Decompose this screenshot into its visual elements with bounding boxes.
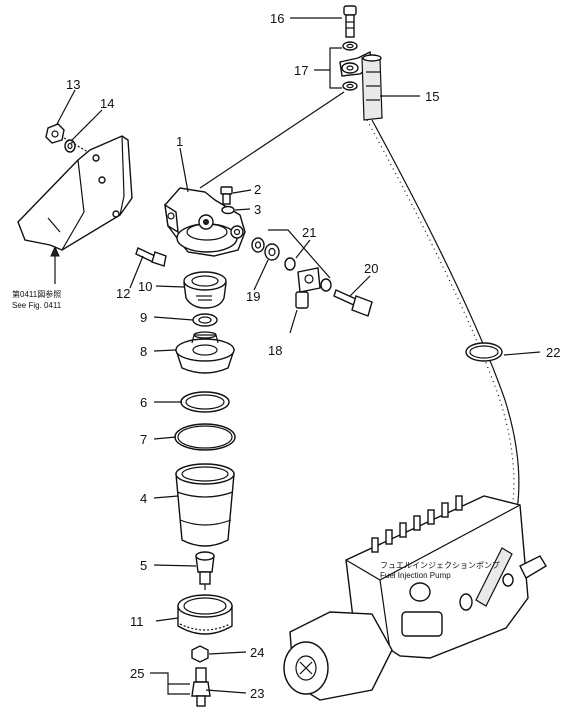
sleeve-19 — [264, 243, 280, 261]
callout-17: 17 — [294, 63, 308, 78]
see-fig-note-jp: 第0411図参照 — [12, 289, 61, 299]
filter-head-1 — [164, 187, 246, 257]
callout-14: 14 — [100, 96, 114, 111]
hose-15 — [361, 54, 383, 121]
washer-17b — [342, 81, 358, 91]
callout-21: 21 — [302, 225, 316, 240]
bolt-12 — [135, 247, 167, 267]
washer-14 — [64, 139, 76, 153]
callout-labels: 1 2 3 4 5 6 7 8 9 10 11 12 13 14 15 16 1… — [66, 11, 560, 701]
ring-9 — [192, 313, 218, 327]
callout-19: 19 — [246, 289, 260, 304]
filter-bowl-4 — [175, 463, 235, 547]
callout-11: 11 — [130, 614, 144, 629]
callout-4: 4 — [140, 491, 147, 506]
see-fig-note-en: See Fig. 0411 — [12, 301, 62, 310]
bolt-16 — [343, 5, 357, 38]
washer-21b — [320, 278, 332, 292]
callout-20: 20 — [364, 261, 378, 276]
ring-nut-11 — [177, 594, 233, 635]
callout-24: 24 — [250, 645, 264, 660]
nut-13 — [45, 123, 65, 144]
callout-15: 15 — [425, 89, 439, 104]
callout-5: 5 — [140, 558, 147, 573]
callout-13: 13 — [66, 77, 80, 92]
nut-24 — [191, 645, 209, 663]
callout-12: 12 — [116, 286, 130, 301]
gasket-6 — [180, 391, 230, 413]
leader-lines — [50, 17, 541, 695]
o-ring-7 — [174, 423, 236, 451]
callout-8: 8 — [140, 344, 147, 359]
callout-16: 16 — [270, 11, 284, 26]
callout-22: 22 — [546, 345, 560, 360]
callout-1: 1 — [176, 134, 183, 149]
callout-2: 2 — [254, 182, 261, 197]
callout-10: 10 — [138, 279, 152, 294]
tube-line-upper — [199, 91, 345, 189]
washer-19a — [251, 237, 265, 253]
fitting-23 — [191, 667, 211, 707]
tube-line-right — [371, 119, 520, 541]
drain-plug-5 — [195, 551, 215, 590]
washer-21 — [284, 257, 296, 271]
pump-label-en: Fuel Injection Pump — [380, 571, 451, 580]
pump-label-jp: フュエルインジェクションポンプ — [380, 561, 500, 570]
callout-6: 6 — [140, 395, 147, 410]
callout-9: 9 — [140, 310, 147, 325]
callout-25: 25 — [130, 666, 144, 681]
bracket-plate — [17, 135, 133, 251]
bolt-2 — [220, 186, 233, 205]
callout-18: 18 — [268, 343, 282, 358]
cover-8 — [175, 331, 235, 374]
callout-23: 23 — [250, 686, 264, 701]
pump-outlet-row — [371, 495, 463, 553]
callout-3: 3 — [254, 202, 261, 217]
banjo-fitting-18 — [295, 267, 321, 309]
washer-3 — [221, 205, 235, 215]
fuel-injection-pump — [283, 495, 547, 701]
clamp-22 — [465, 342, 503, 362]
callout-7: 7 — [140, 432, 147, 447]
washer-17a — [342, 41, 358, 51]
banjo-bolt-20 — [333, 289, 373, 317]
adapter-10 — [183, 271, 227, 309]
